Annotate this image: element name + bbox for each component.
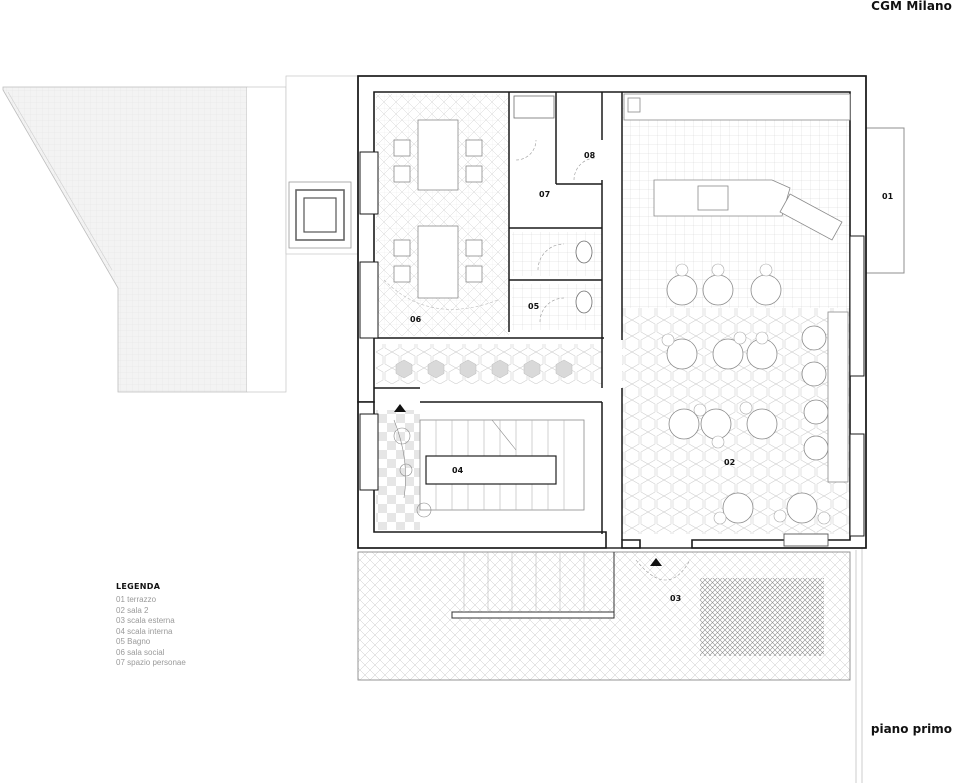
brand-title: CGM Milano (871, 0, 952, 13)
room-label-04: 04 (452, 466, 464, 475)
room-label-08: 08 (584, 151, 596, 160)
legend-title: LEGENDA (116, 582, 161, 591)
entry-arrow-icon (650, 558, 662, 566)
floor-level-label: piano primo (870, 722, 952, 736)
legend-item: 03 scala esterna (116, 616, 175, 625)
legend-item: 01 terrazzo (116, 595, 157, 604)
room-label-06: 06 (410, 315, 422, 324)
legend-item: 04 scala interna (116, 626, 173, 636)
room-label-01: 01 (882, 192, 894, 201)
room-label-07: 07 (539, 190, 551, 199)
legend-item: 07 spazio personae (116, 658, 186, 667)
room-label-05: 05 (528, 302, 540, 311)
room-label-03: 03 (670, 594, 682, 603)
entry-arrow-icon (394, 404, 406, 412)
legend-item: 05 Bagno (116, 637, 151, 646)
legend-item: 06 sala social (116, 647, 165, 657)
room-label-02: 02 (724, 458, 736, 467)
legend: LEGENDA 01 terrazzo 02 sala 2 03 scala e… (116, 582, 186, 669)
legend-item: 02 sala 2 (116, 605, 149, 615)
